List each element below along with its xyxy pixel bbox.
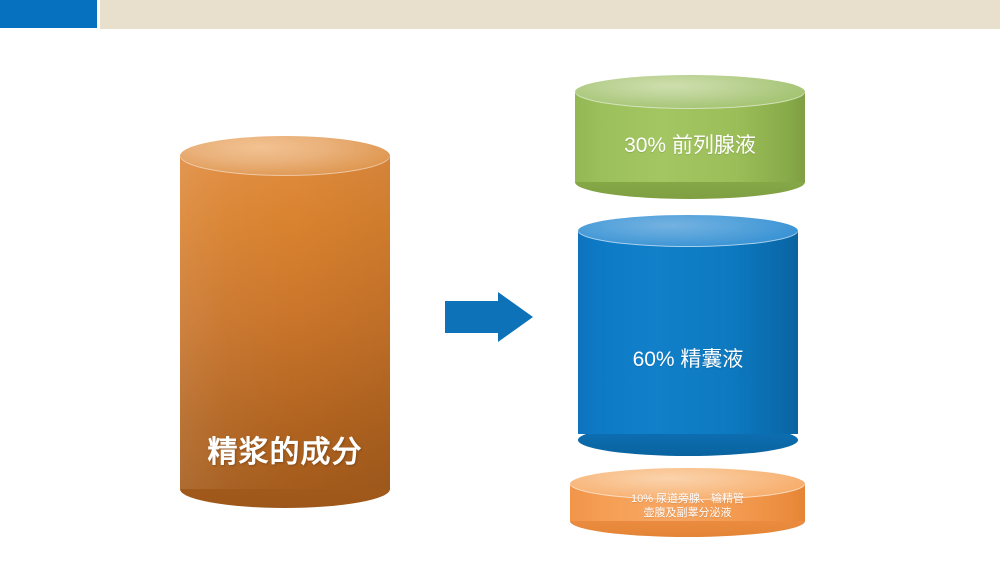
cylinder-side bbox=[180, 155, 390, 489]
component-cylinder-prostatic-fluid[interactable]: 30% 前列腺液 bbox=[575, 75, 805, 199]
header-bar bbox=[100, 0, 1000, 29]
cylinder-top-ellipse bbox=[180, 136, 390, 176]
component-cylinder-other-secretions[interactable]: 10% 尿道旁腺、输精管 壶腹及副睾分泌液 bbox=[570, 468, 805, 537]
cylinder-top-ellipse bbox=[578, 215, 798, 247]
right-arrow-icon bbox=[445, 292, 533, 342]
component-cylinder-seminal-vesicle-fluid[interactable]: 60% 精囊液 bbox=[578, 215, 798, 456]
header-accent-block bbox=[0, 0, 97, 28]
slide-header-band bbox=[0, 0, 1000, 30]
cylinder-top-ellipse bbox=[575, 75, 805, 109]
cylinder-top-ellipse bbox=[570, 468, 805, 500]
cylinder-side bbox=[578, 231, 798, 434]
source-cylinder-seminal-plasma[interactable]: 精浆的成分 bbox=[180, 136, 390, 508]
